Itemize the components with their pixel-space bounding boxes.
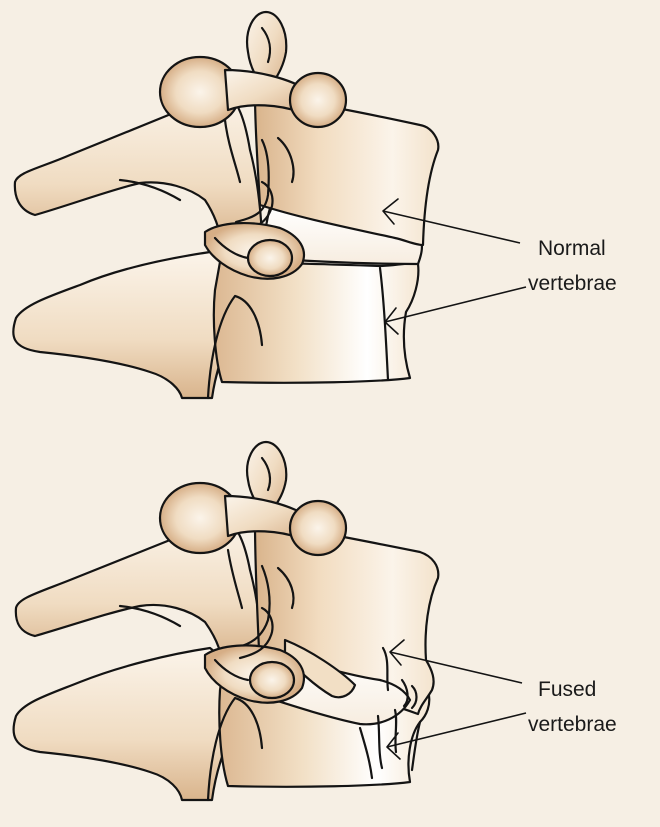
normal-lower-vertebra (13, 252, 418, 398)
normal-label-line2: vertebrae (528, 272, 617, 295)
fused-vertebrae-illustration: Fused vertebrae (14, 442, 617, 800)
normal-upper-vertebra (15, 12, 438, 245)
normal-articular-knob-right (290, 73, 346, 127)
fused-label-line2: vertebrae (528, 713, 617, 736)
fused-label-line1: Fused (538, 678, 596, 701)
normal-vertebrae-illustration: Normal vertebrae (13, 12, 616, 398)
fused-articular-knob-right (290, 501, 346, 555)
normal-label-line1: Normal (538, 237, 606, 260)
